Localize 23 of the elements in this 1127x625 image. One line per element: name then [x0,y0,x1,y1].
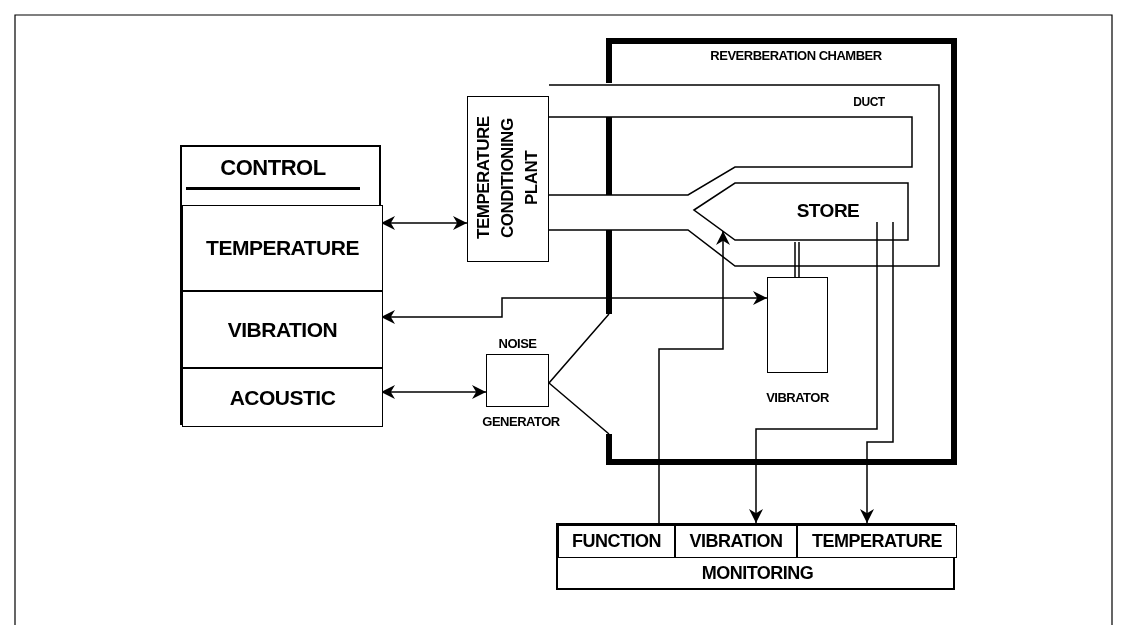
control-section: ACOUSTIC [182,368,383,427]
store-label: STORE [795,199,861,222]
control-section: TEMPERATURE [182,205,383,291]
chamber-label: REVERBERATION CHAMBER [709,47,883,64]
monitoring-section: TEMPERATURE [797,525,957,558]
arrow [749,221,878,524]
generator-label: GENERATOR [481,413,561,430]
arrow [658,230,730,524]
duct-label: DUCT [852,94,886,110]
plant-label: TEMPERATURE CONDITIONING PLANT [473,115,542,242]
vibrator-label: VIBRATOR [765,389,830,406]
panel-heading: MONITORING [700,562,815,584]
arrow [860,221,894,524]
control-panel [180,145,381,425]
connector-line [794,241,800,278]
monitoring-section: FUNCTION [558,525,675,558]
generator-label: NOISE [497,335,538,352]
control-section: VIBRATION [182,291,383,368]
monitoring-panel [556,523,955,590]
panel-heading: CONTROL [186,155,360,190]
monitoring-section: VIBRATION [675,525,797,558]
connector-line [547,313,610,435]
plant-box [467,96,549,262]
